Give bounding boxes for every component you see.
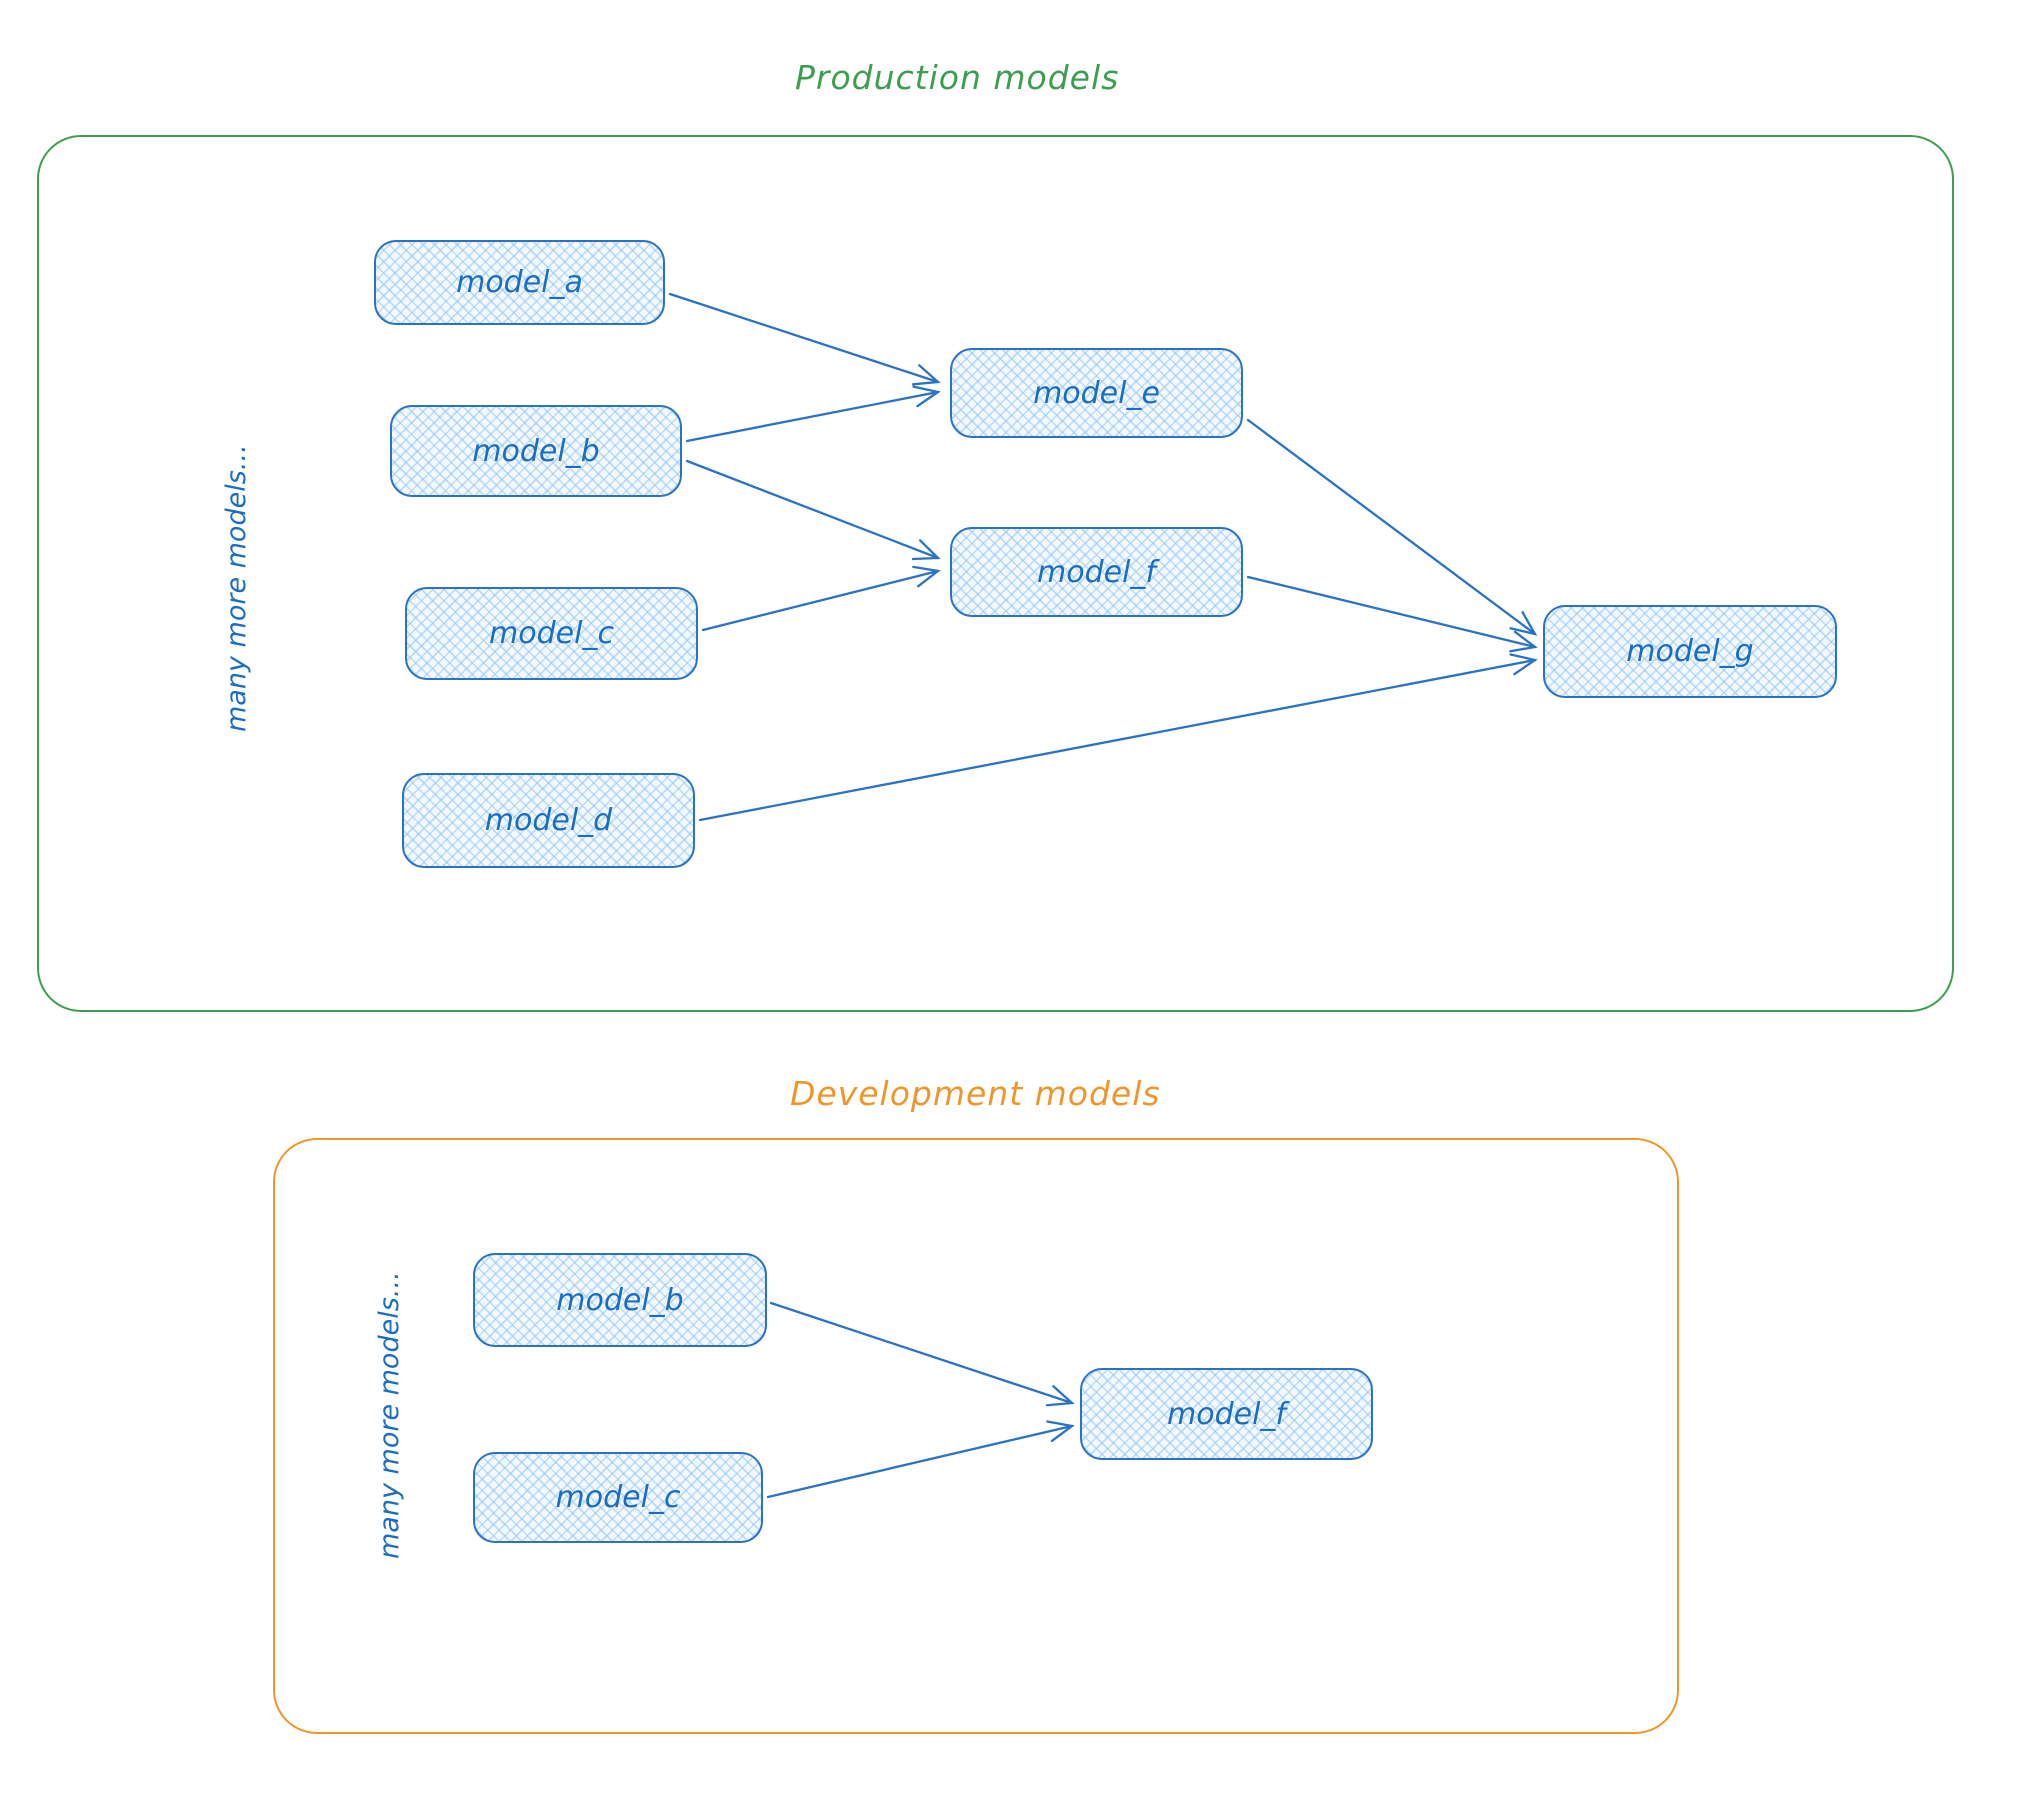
edge-model-b-to-model-f[interactable]: [685, 459, 941, 561]
node-model-a[interactable]: model_a: [374, 240, 665, 325]
edge-dev-model-c-to-model-f[interactable]: [766, 1420, 1075, 1499]
node-dev-model-c[interactable]: model_c: [473, 1452, 763, 1543]
node-model-e[interactable]: model_e: [950, 348, 1243, 438]
node-model-d[interactable]: model_d: [402, 773, 695, 868]
edge-model-d-to-model-g[interactable]: [698, 653, 1538, 822]
node-model-c-label: model_c: [489, 616, 614, 651]
development-side-label[interactable]: many more models...: [374, 1271, 405, 1559]
edge-model-a-to-model-e[interactable]: [668, 292, 941, 386]
node-model-f[interactable]: model_f: [950, 527, 1243, 617]
node-model-d-label: model_d: [484, 803, 613, 838]
edge-model-e-to-model-g[interactable]: [1246, 418, 1538, 636]
edge-dev-model-b-to-model-f[interactable]: [769, 1301, 1075, 1407]
node-dev-model-c-label: model_c: [555, 1480, 681, 1515]
edge-model-c-to-model-f[interactable]: [701, 565, 941, 632]
production-side-label[interactable]: many more models...: [221, 444, 252, 732]
edge-model-f-to-model-g[interactable]: [1246, 575, 1538, 653]
node-dev-model-f[interactable]: model_f: [1080, 1368, 1373, 1460]
node-model-g[interactable]: model_g: [1543, 605, 1837, 698]
production-container[interactable]: [37, 135, 1954, 1012]
node-dev-model-b[interactable]: model_b: [473, 1253, 767, 1347]
production-title[interactable]: Production models: [795, 58, 1120, 97]
node-model-c[interactable]: model_c: [405, 587, 698, 680]
node-model-b[interactable]: model_b: [390, 405, 682, 497]
node-model-a-label: model_a: [456, 265, 583, 300]
node-dev-model-b-label: model_b: [556, 1282, 684, 1318]
development-container[interactable]: [273, 1138, 1679, 1734]
development-title[interactable]: Development models: [790, 1074, 1161, 1113]
node-model-b-label: model_b: [472, 433, 600, 469]
node-model-g-label: model_g: [1626, 634, 1754, 669]
edge-model-b-to-model-e[interactable]: [685, 385, 941, 443]
node-model-f-label: model_f: [1037, 554, 1156, 590]
node-model-e-label: model_e: [1033, 375, 1160, 411]
node-dev-model-f-label: model_f: [1167, 1396, 1286, 1432]
